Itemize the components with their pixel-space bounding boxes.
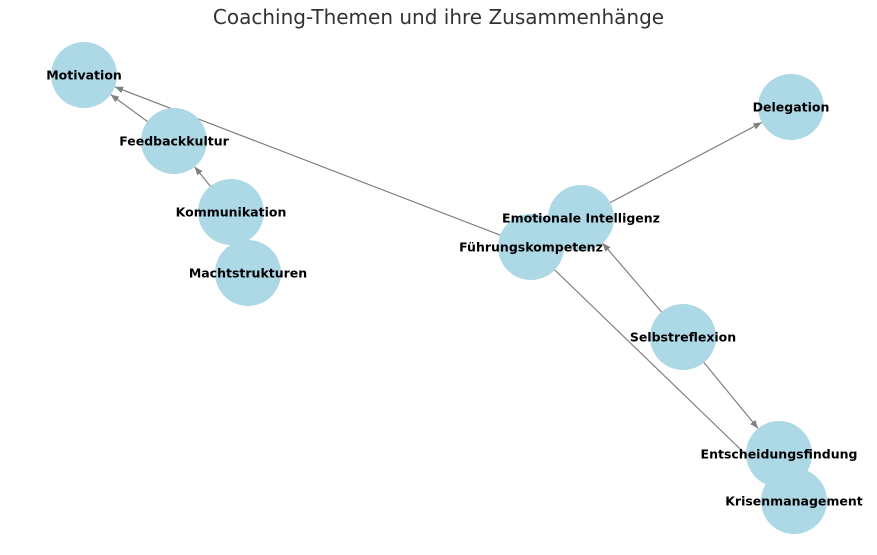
node-motivation	[51, 42, 117, 108]
node-label-feedbackkultur: Feedbackkultur	[119, 134, 229, 149]
node-delegation	[758, 74, 824, 140]
diagram-title: Coaching-Themen und ihre Zusammenhänge	[212, 5, 665, 29]
node-machtstrukturen	[215, 240, 281, 306]
node-krisenmanagement	[761, 468, 827, 534]
node-label-emotionale-intelligenz: Emotionale Intelligenz	[502, 211, 660, 226]
node-emotionale-intelligenz	[548, 185, 614, 251]
edge-fuhrungskompetenz-to-krisenmanagement	[530, 246, 771, 479]
edge-emotionale-intelligenz-to-delegation	[580, 121, 763, 219]
node-feedbackkultur	[141, 108, 207, 174]
node-fuhrungskompetenz	[498, 214, 564, 280]
node-label-selbstreflexion: Selbstreflexion	[630, 330, 736, 345]
node-label-krisenmanagement: Krisenmanagement	[725, 494, 863, 509]
node-kommunikation	[198, 179, 264, 245]
node-label-entscheidungsfindung: Entscheidungsfindung	[701, 447, 858, 462]
node-label-fuhrungskompetenz: Führungskompetenz	[459, 240, 603, 255]
node-selbstreflexion	[650, 304, 716, 370]
node-label-kommunikation: Kommunikation	[176, 205, 287, 220]
node-label-delegation: Delegation	[753, 100, 830, 115]
node-label-motivation: Motivation	[46, 68, 122, 83]
node-label-machtstrukturen: Machtstrukturen	[189, 266, 307, 281]
